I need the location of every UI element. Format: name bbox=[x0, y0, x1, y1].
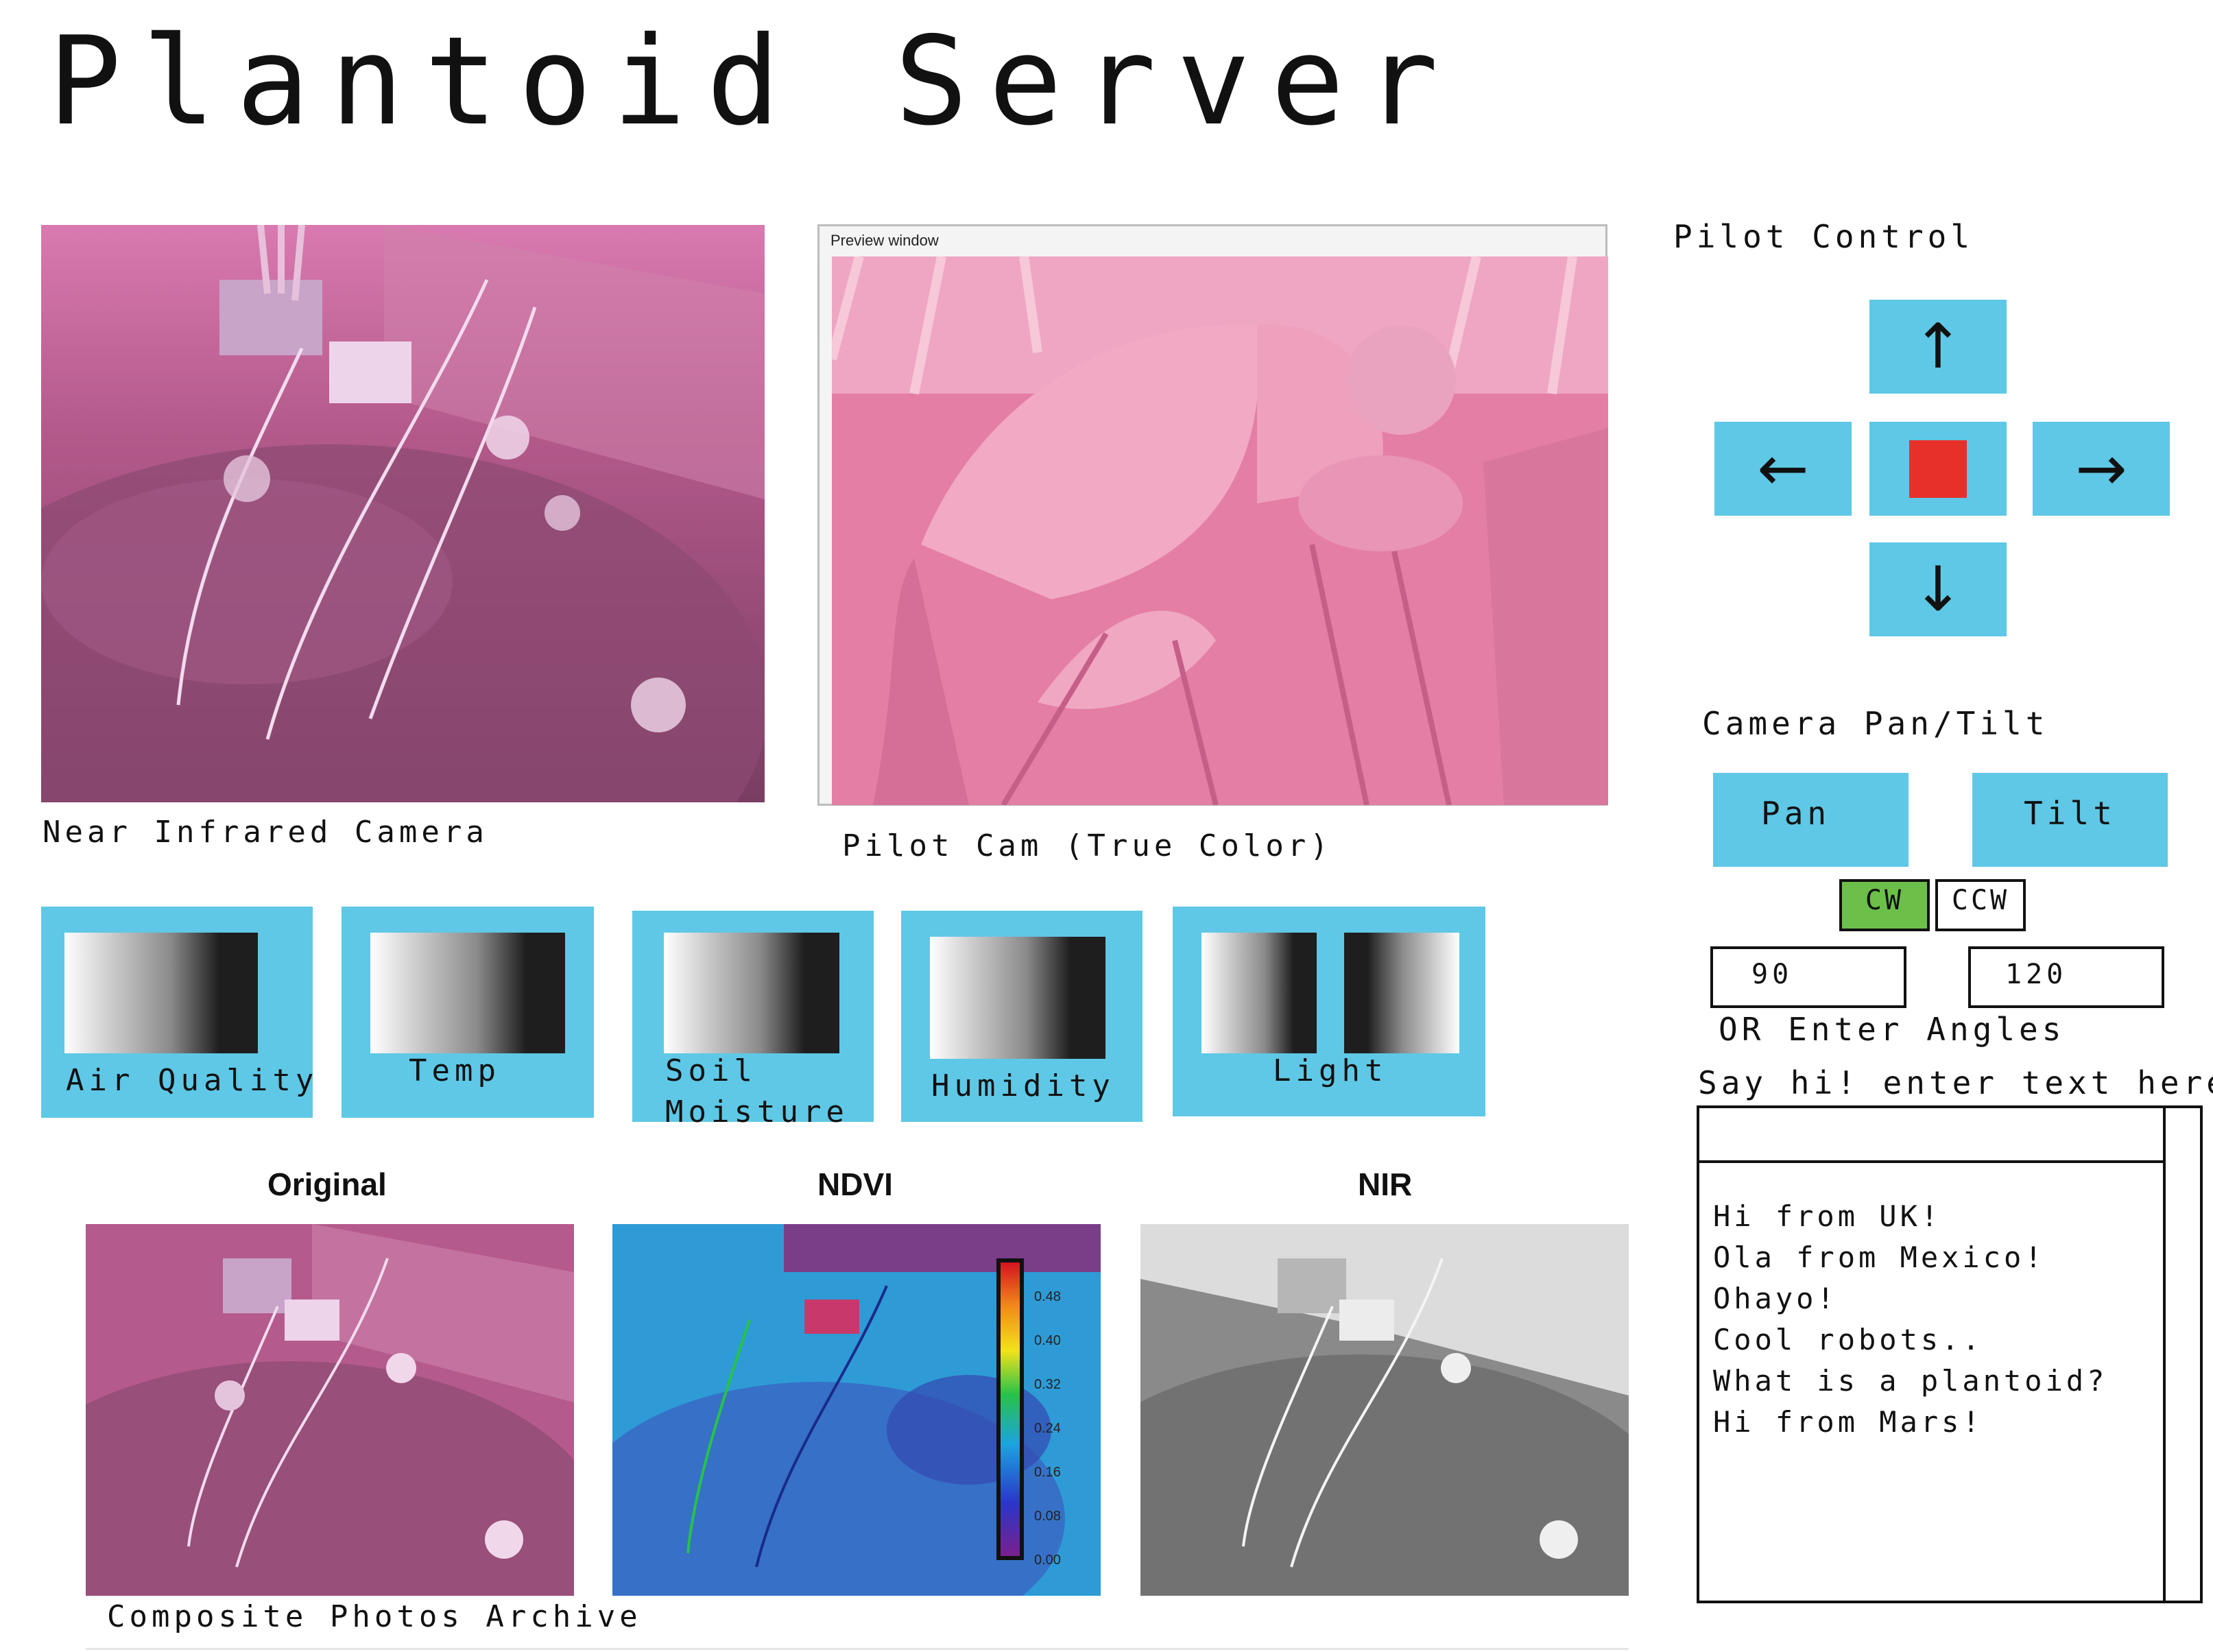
nir-camera-feed bbox=[41, 225, 765, 802]
ccw-toggle[interactable]: CCW bbox=[1935, 879, 2026, 931]
chat-scrollbar[interactable] bbox=[2163, 1105, 2203, 1603]
sensor-soil-moisture[interactable]: Soil Moisture bbox=[632, 911, 874, 1129]
air-quality-label: Air Quality bbox=[66, 1063, 319, 1098]
light-gauge-left bbox=[1201, 933, 1317, 1053]
tilt-angle-value: 120 bbox=[2005, 959, 2068, 990]
pan-button[interactable]: Pan bbox=[1713, 773, 1909, 867]
chat-input[interactable] bbox=[1697, 1105, 2166, 1163]
light-gauge-right bbox=[1344, 933, 1459, 1053]
light-label: Light bbox=[1273, 1053, 1388, 1088]
archive-nir-image bbox=[1140, 1224, 1629, 1596]
chat-message: What is a plantoid? bbox=[1713, 1364, 2108, 1398]
cw-label: CW bbox=[1865, 885, 1904, 916]
chat-message: Ola from Mexico! bbox=[1713, 1241, 2046, 1274]
arrow-left-icon: ← bbox=[1757, 432, 1809, 505]
pilot-cam-feed bbox=[832, 256, 1608, 805]
pilot-left-button[interactable]: ← bbox=[1714, 422, 1852, 516]
archive-divider bbox=[86, 1648, 1629, 1650]
archive-header-nir: NIR bbox=[1358, 1166, 1413, 1202]
pan-angle-input[interactable]: 90 bbox=[1710, 946, 1906, 1008]
soil-moisture-label-line1: Soil bbox=[665, 1053, 757, 1088]
temp-gauge bbox=[370, 933, 565, 1053]
pilot-up-button[interactable]: ↑ bbox=[1869, 300, 2007, 394]
soil-moisture-label-line2: Moisture bbox=[665, 1094, 849, 1129]
pilot-cam-window: Preview window bbox=[817, 224, 1608, 806]
ndvi-tick: 0.16 bbox=[1034, 1465, 1061, 1480]
pan-tilt-title: Camera Pan/Tilt bbox=[1702, 705, 2049, 742]
arrow-right-icon: → bbox=[2075, 432, 2127, 505]
ccw-label: CCW bbox=[1951, 885, 2010, 916]
archive-label: Composite Photos Archive bbox=[107, 1599, 642, 1634]
archive-header-ndvi: NDVI bbox=[817, 1166, 893, 1202]
archive-original-image bbox=[86, 1224, 574, 1596]
archive-nir-photo[interactable] bbox=[1140, 1224, 1629, 1596]
temp-label: Temp bbox=[409, 1053, 501, 1088]
humidity-gauge bbox=[930, 937, 1105, 1059]
cw-toggle[interactable]: CW bbox=[1839, 879, 1930, 931]
pan-button-label: Pan bbox=[1761, 794, 1831, 832]
sensor-temp[interactable]: Temp bbox=[342, 907, 594, 1118]
tilt-button[interactable]: Tilt bbox=[1972, 773, 2168, 867]
pan-angle-value: 90 bbox=[1751, 959, 1793, 990]
pilot-stop-button[interactable] bbox=[1869, 422, 2007, 516]
soil-moisture-gauge bbox=[664, 933, 839, 1053]
pilot-cam-image bbox=[832, 256, 1608, 805]
stop-icon bbox=[1909, 440, 1967, 498]
ndvi-tick: 0.48 bbox=[1034, 1289, 1061, 1304]
sensor-light[interactable]: Light bbox=[1173, 907, 1485, 1116]
sensor-humidity[interactable]: Humidity bbox=[901, 911, 1143, 1122]
ndvi-tick: 0.08 bbox=[1034, 1509, 1061, 1524]
arrow-up-icon: ↑ bbox=[1912, 310, 1964, 383]
arrow-down-icon: ↓ bbox=[1912, 553, 1964, 625]
ndvi-tick: 0.32 bbox=[1034, 1377, 1061, 1392]
chat-message: Ohayo! bbox=[1713, 1282, 1838, 1315]
preview-window-title: Preview window bbox=[830, 232, 939, 249]
chat-message: Hi from UK! bbox=[1713, 1199, 1942, 1233]
archive-ndvi-image: 0.48 0.40 0.32 0.24 0.16 0.08 0.00 bbox=[612, 1224, 1101, 1596]
ndvi-tick: 0.40 bbox=[1034, 1333, 1061, 1348]
tilt-angle-input[interactable]: 120 bbox=[1968, 946, 2164, 1008]
humidity-label: Humidity bbox=[931, 1068, 1115, 1103]
enter-angles-label: OR Enter Angles bbox=[1719, 1011, 2066, 1048]
nir-camera-label: Near Infrared Camera bbox=[43, 815, 488, 850]
tilt-button-label: Tilt bbox=[2024, 794, 2116, 832]
pilot-control-title: Pilot Control bbox=[1673, 218, 1974, 255]
archive-header-original: Original bbox=[267, 1166, 387, 1202]
pilot-right-button[interactable]: → bbox=[2033, 422, 2170, 516]
chat-message: Hi from Mars! bbox=[1713, 1405, 1983, 1439]
archive-original-photo[interactable] bbox=[86, 1224, 574, 1596]
ndvi-tick: 0.24 bbox=[1034, 1421, 1061, 1436]
air-quality-gauge bbox=[64, 933, 258, 1053]
sensor-air-quality[interactable]: Air Quality bbox=[41, 907, 313, 1118]
chat-message: Cool robots.. bbox=[1713, 1323, 1983, 1356]
page-title: Plantoid Server bbox=[48, 10, 1459, 152]
nir-camera-image bbox=[41, 225, 765, 802]
pilot-cam-label: Pilot Cam (True Color) bbox=[842, 828, 1332, 863]
chat-log: Hi from UK! Ola from Mexico! Ohayo! Cool… bbox=[1697, 1160, 2166, 1603]
ndvi-tick: 0.00 bbox=[1034, 1553, 1061, 1568]
chat-prompt: Say hi! enter text here: bbox=[1698, 1064, 2213, 1101]
pilot-down-button[interactable]: ↓ bbox=[1869, 542, 2007, 636]
archive-ndvi-photo[interactable]: 0.48 0.40 0.32 0.24 0.16 0.08 0.00 bbox=[612, 1224, 1101, 1596]
